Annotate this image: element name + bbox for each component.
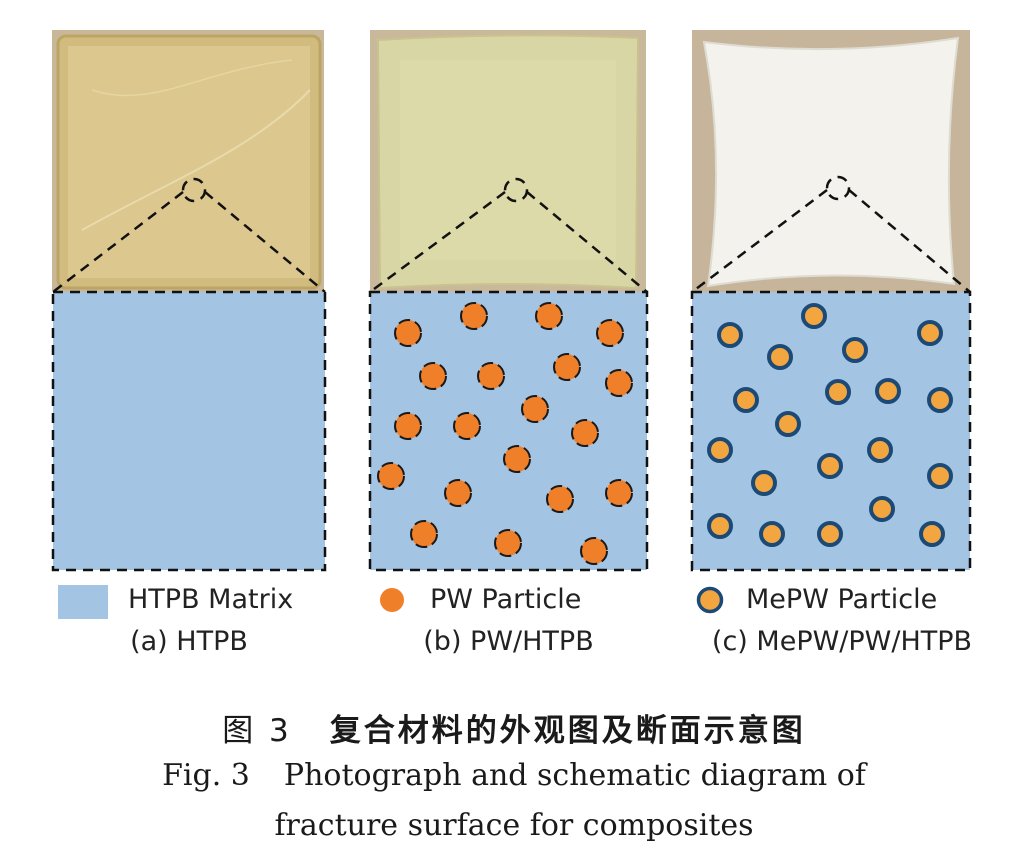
mepw-particle — [869, 496, 895, 522]
photo-mepw-pw-htpb — [692, 30, 970, 292]
pw-particle — [596, 319, 624, 347]
pw-particle — [605, 369, 633, 397]
photo-htpb — [52, 30, 324, 292]
legend-matrix-swatch — [58, 585, 108, 619]
mepw-particle — [733, 387, 759, 413]
mepw-particle — [867, 437, 893, 463]
mepw-particles — [707, 303, 953, 547]
pw-particle — [546, 485, 574, 513]
pw-particle — [394, 412, 422, 440]
caption-en-text1: Photograph and schematic diagram of — [283, 758, 866, 793]
mepw-particle — [842, 337, 868, 363]
caption-cn: 图 3 复合材料的外观图及断面示意图 — [0, 705, 1028, 750]
magnifier-a — [52, 177, 326, 293]
caption-cn-number: 图 3 — [222, 713, 292, 749]
caption-en-number: Fig. 3 — [162, 758, 250, 793]
label-a: (a) HTPB — [130, 626, 248, 657]
pw-particle — [503, 445, 531, 473]
pw-particle — [394, 319, 422, 347]
mepw-particle — [927, 463, 953, 489]
label-c: (c) MePW/PW/HTPB — [711, 626, 973, 657]
pw-particle — [477, 362, 505, 390]
pw-particles — [377, 302, 633, 565]
photo-pw-htpb — [370, 30, 646, 292]
magnifier-b — [369, 177, 648, 294]
mepw-particle — [707, 437, 733, 463]
mepw-particle — [919, 521, 945, 547]
mepw-particle — [707, 513, 733, 539]
legend-pw-symbol — [380, 588, 404, 612]
mepw-particle — [917, 320, 943, 346]
pw-particle — [419, 362, 447, 390]
legend-pw-particle: PW Particle — [430, 584, 582, 615]
mepw-particle — [751, 470, 777, 496]
pw-particle — [377, 462, 405, 490]
pw-particle — [410, 520, 438, 548]
caption-en-line2: fracture surface for composites — [274, 808, 754, 843]
legend-htpb-matrix: HTPB Matrix — [128, 584, 294, 615]
pw-particle — [580, 537, 608, 565]
pw-particle — [553, 353, 581, 381]
mepw-particle — [817, 453, 843, 479]
mepw-particle — [825, 379, 851, 405]
mepw-particle — [817, 521, 843, 547]
label-b: (b) PW/HTPB — [423, 626, 594, 657]
caption-en-line1: Fig. 3 Photograph and schematic diagram o… — [0, 758, 1028, 793]
legend-mepw-particle: MePW Particle — [746, 584, 938, 615]
mepw-particle — [801, 303, 827, 329]
matrix-box-a — [51, 290, 327, 572]
mepw-particle — [927, 387, 953, 413]
mepw-particle — [717, 322, 743, 348]
mepw-particle — [759, 521, 785, 547]
pw-particle — [460, 302, 488, 330]
caption-cn-title: 复合材料的外观图及断面示意图 — [329, 713, 806, 749]
pw-particle — [605, 479, 633, 507]
legend-mepw-symbol — [696, 586, 724, 614]
pw-particle — [521, 395, 549, 423]
mepw-particle — [875, 378, 901, 404]
pw-particle — [494, 529, 522, 557]
pw-particle — [444, 479, 472, 507]
magnifier-c — [691, 175, 971, 293]
mepw-particle — [767, 344, 793, 370]
pw-particle — [571, 419, 599, 447]
pw-particle — [535, 302, 563, 330]
mepw-particle — [775, 411, 801, 437]
pw-particle — [453, 412, 481, 440]
